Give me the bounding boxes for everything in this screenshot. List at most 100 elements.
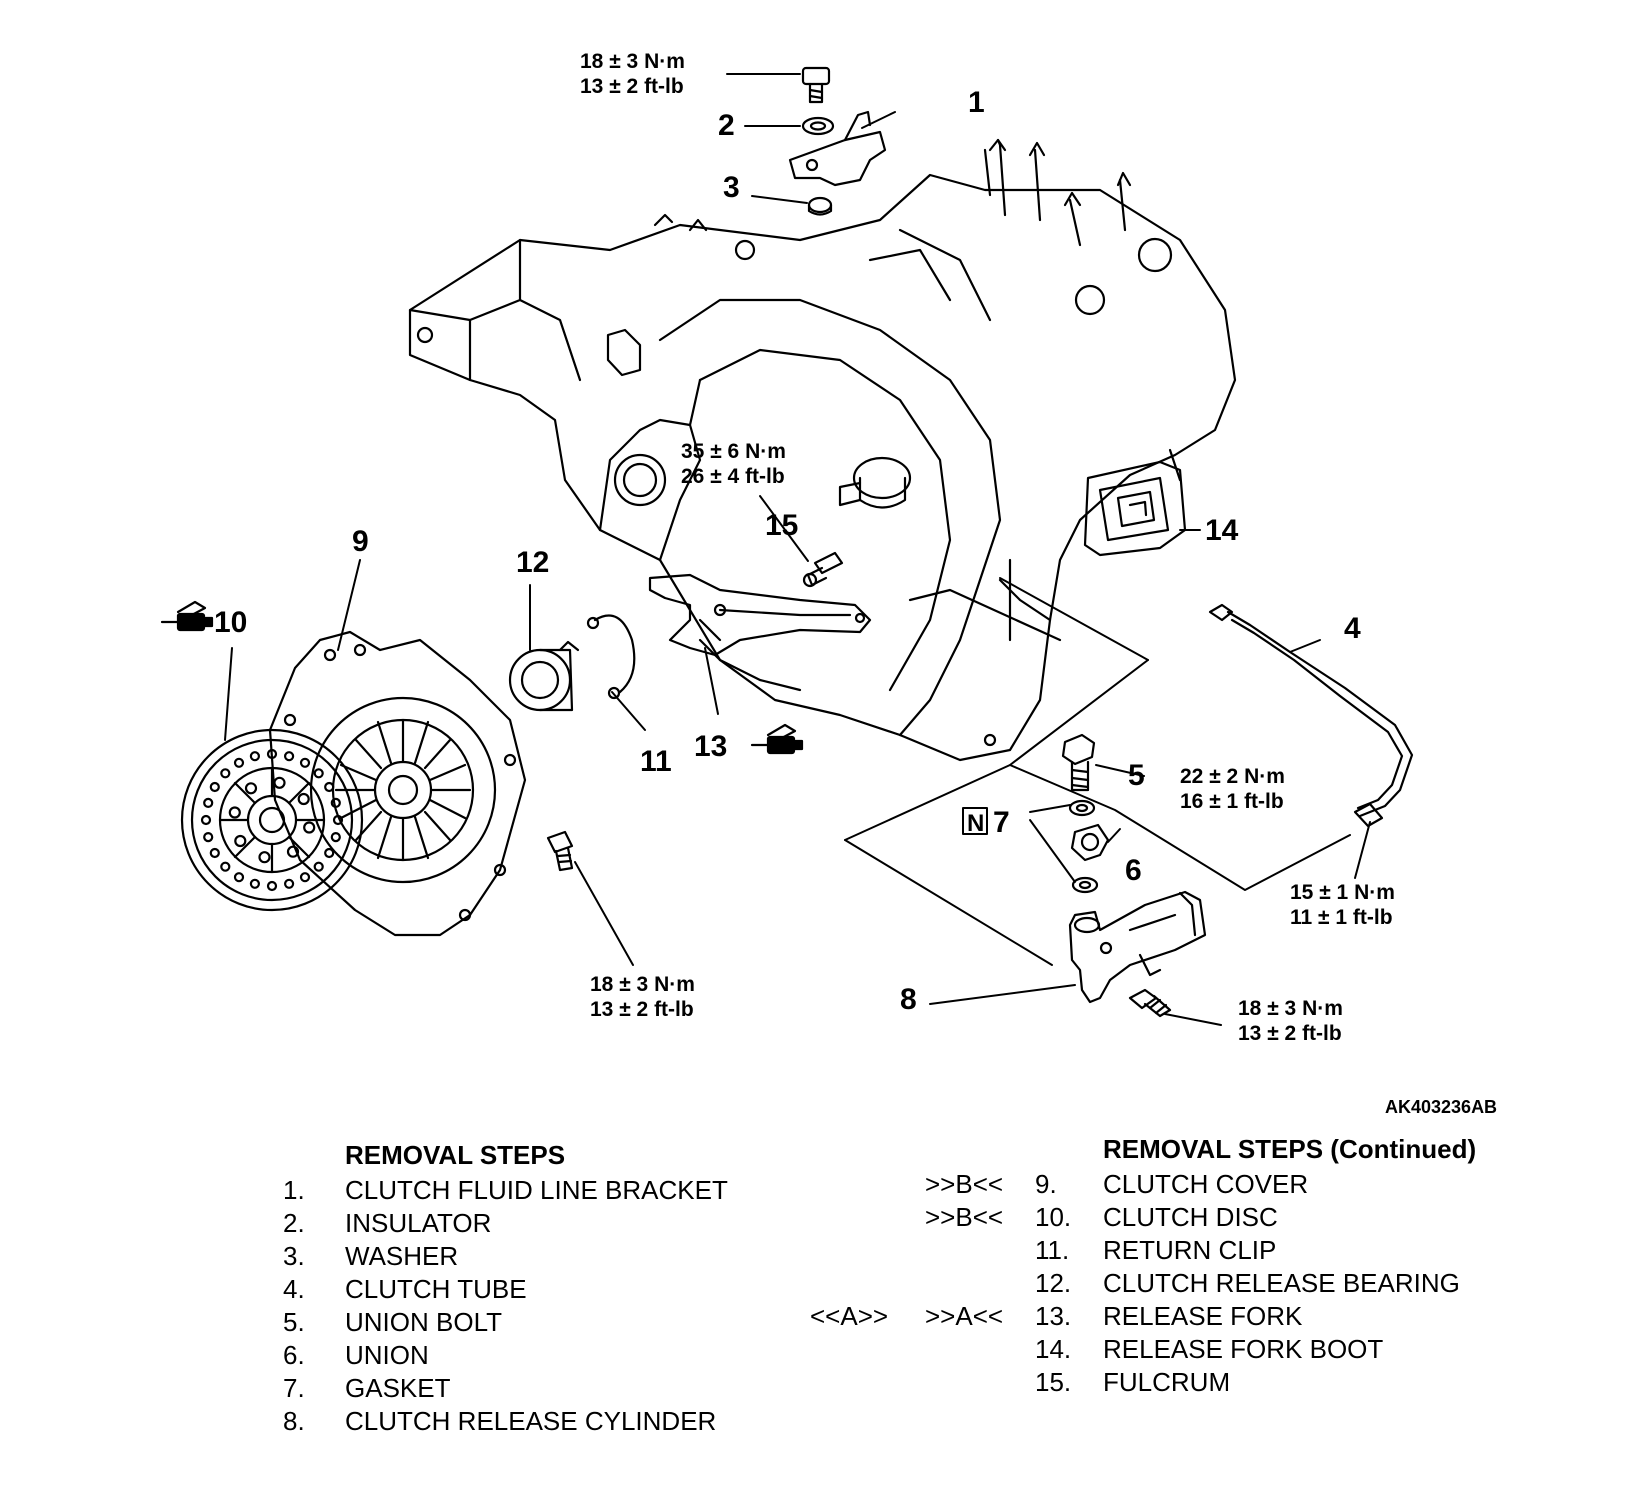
top-bolt	[801, 66, 831, 104]
step-number: 14.	[1035, 1334, 1072, 1364]
step-number: 2.	[283, 1208, 305, 1238]
step-text: CLUTCH RELEASE CYLINDER	[345, 1406, 717, 1436]
callout-2: 2	[718, 109, 735, 142]
step-number: 11.	[1035, 1235, 1070, 1265]
step-text: RETURN CLIP	[1103, 1235, 1277, 1265]
step-row: 11. RETURN CLIP	[1035, 1234, 1595, 1266]
exploded-diagram: 1 2 3 4 5 6 7 N 8 9 10 11 12 13 14 15 18…	[160, 50, 1497, 1117]
removal-steps-right: REMOVAL STEPS (Continued) 9.CLUTCH COVER…	[810, 1134, 1610, 1434]
step-number: 7.	[283, 1373, 305, 1403]
fulcrum-part-15	[802, 551, 844, 588]
release-fork-boot-part-14	[1083, 460, 1187, 557]
transaxle-case	[408, 138, 1237, 762]
callout-9: 9	[352, 525, 369, 558]
removal-mark: <<A>>	[810, 1301, 889, 1331]
removal-steps-left: REMOVAL STEPS 1.CLUTCH FLUID LINE BRACKE…	[283, 1140, 803, 1480]
rivet-hole	[200, 814, 212, 826]
rivet-hole	[249, 878, 260, 889]
rivet-hole	[203, 797, 214, 809]
step-text: GASKET	[345, 1373, 451, 1403]
rivet-hole	[284, 878, 295, 889]
spring-hole	[273, 776, 286, 789]
rivet-hole	[220, 861, 231, 872]
union-bolt-part-5	[1061, 733, 1096, 792]
step-number: 5.	[283, 1307, 305, 1337]
step-row: 13.RELEASE FORK	[1035, 1300, 1595, 1332]
torque-bracket-nm: 18 ± 3 N·m	[580, 50, 685, 73]
spring-hole	[228, 806, 241, 819]
torque-union-bolt-ftlb: 16 ± 1 ft-lb	[1180, 790, 1284, 813]
figure-id: AK403236AB	[1385, 1097, 1497, 1117]
step-row: 15.FULCRUM	[1035, 1366, 1595, 1398]
leader-lines	[224, 73, 1371, 1026]
callout-12: 12	[516, 546, 549, 579]
bracket-part-1	[788, 110, 887, 187]
release-cylinder-part-8	[1068, 890, 1207, 1004]
rivet-hole	[330, 797, 341, 809]
step-row: 10.CLUTCH DISC	[1035, 1201, 1595, 1233]
rivet-hole	[330, 831, 341, 843]
step-number: 13.	[1035, 1301, 1072, 1331]
cylinder-bolt	[1128, 988, 1172, 1018]
step-row: 1.CLUTCH FLUID LINE BRACKET	[283, 1174, 783, 1206]
step-row: 9.CLUTCH COVER	[1035, 1168, 1595, 1200]
step-row: 14. RELEASE FORK BOOT	[1035, 1333, 1595, 1365]
callout-1: 1	[968, 86, 985, 119]
callout-7: 7	[993, 806, 1010, 839]
insulator-part-2	[801, 116, 835, 136]
rivet-hole	[220, 768, 231, 779]
rivet-hole	[299, 872, 311, 883]
cover-bolt	[546, 830, 574, 872]
clutch-disc-part-10	[180, 728, 364, 912]
callout-6: 6	[1125, 854, 1142, 887]
union-part-6	[1070, 823, 1110, 862]
steps-right-title: REMOVAL STEPS (Continued)	[1103, 1134, 1477, 1164]
step-number: 9.	[1035, 1169, 1057, 1199]
spring-hole	[244, 782, 258, 795]
rivet-hole	[249, 751, 260, 762]
step-text: CLUTCH RELEASE BEARING	[1103, 1268, 1460, 1298]
torque-tube-nm: 15 ± 1 N·m	[1290, 881, 1395, 904]
step-number: 1.	[283, 1175, 305, 1205]
new-part-symbol: N	[967, 810, 984, 837]
gasket-part-7	[1068, 799, 1099, 894]
torque-bracket-ftlb: 13 ± 2 ft-lb	[580, 75, 684, 98]
step-text: CLUTCH DISC	[1103, 1202, 1278, 1232]
disc-rivet-holes	[200, 748, 344, 892]
callout-8: 8	[900, 983, 917, 1016]
step-text: UNION	[345, 1340, 429, 1370]
grease-icon-part-10	[160, 600, 214, 632]
step-row: 2.INSULATOR	[283, 1207, 783, 1239]
step-row: 6.UNION	[283, 1339, 783, 1371]
new-part-icon	[962, 807, 988, 835]
step-row: 3. WASHER	[283, 1240, 783, 1272]
torque-cover-ftlb: 13 ± 2 ft-lb	[590, 998, 694, 1021]
grease-icon-part-13	[750, 723, 804, 755]
spring-hole	[297, 792, 310, 806]
step-text: CLUTCH TUBE	[345, 1274, 527, 1304]
step-row: 4. CLUTCH TUBE	[283, 1273, 783, 1305]
steps-left-title: REMOVAL STEPS	[345, 1140, 566, 1170]
rivet-hole	[203, 831, 214, 843]
installation-mark: >>A<<	[925, 1301, 1004, 1331]
step-text: UNION BOLT	[345, 1307, 502, 1337]
step-number: 3.	[283, 1241, 305, 1271]
rivet-hole	[209, 781, 220, 793]
step-row: 12.CLUTCH RELEASE BEARING	[1035, 1267, 1595, 1299]
installation-mark: >>B<<	[925, 1202, 1004, 1232]
step-text: RELEASE FORK BOOT	[1103, 1334, 1384, 1364]
step-text: WASHER	[345, 1241, 459, 1271]
step-number: 4.	[283, 1274, 305, 1304]
rivet-hole	[324, 847, 335, 859]
callout-14: 14	[1205, 514, 1239, 547]
clutch-tube-part-4	[1208, 603, 1414, 828]
rivet-hole	[266, 880, 278, 892]
callout-5: 5	[1128, 759, 1145, 792]
spring-hole	[234, 834, 247, 848]
torque-fulcrum-ftlb: 26 ± 4 ft-lb	[681, 465, 785, 488]
installation-mark: >>B<<	[925, 1169, 1004, 1199]
rivet-hole	[233, 757, 245, 768]
release-fork-part-13	[648, 573, 872, 657]
torque-cylinder-nm: 18 ± 3 N·m	[1238, 997, 1343, 1020]
rivet-hole	[284, 751, 295, 762]
